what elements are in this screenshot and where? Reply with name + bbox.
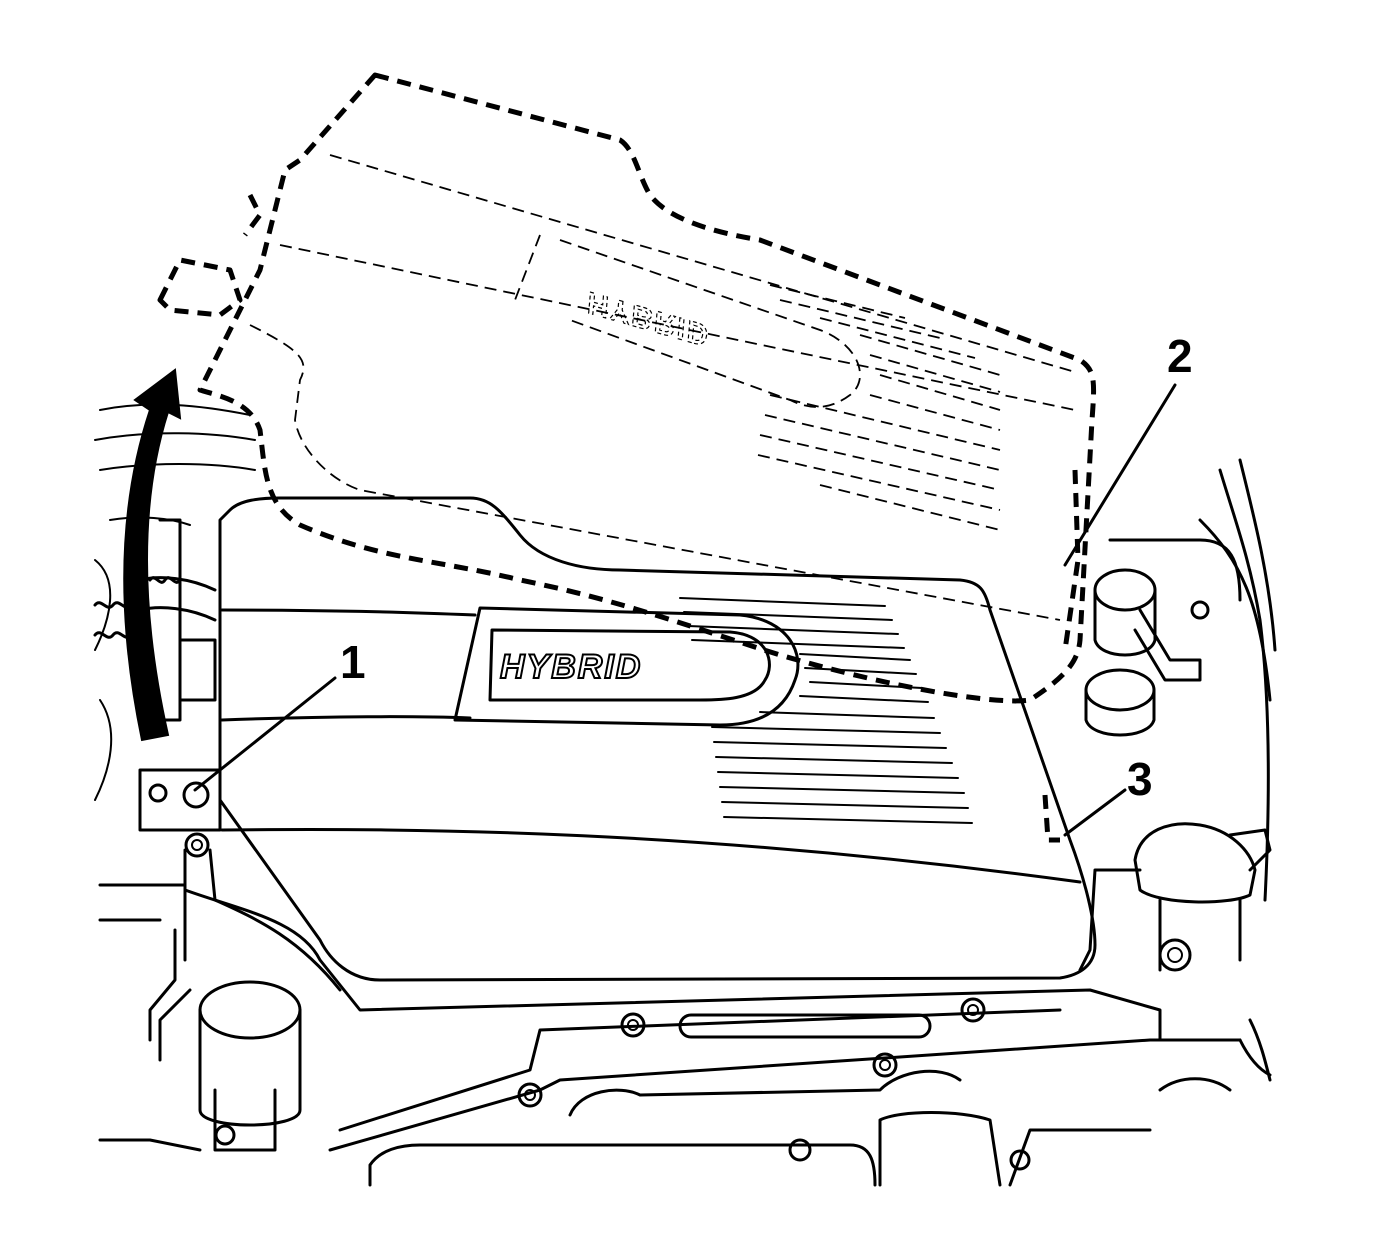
callout-1: 1 [193, 636, 366, 792]
lift-direction-arrow [123, 368, 182, 742]
hybrid-logo: HYBRID [500, 648, 642, 686]
callout-3-label: 3 [1127, 753, 1153, 805]
bolt [517, 1082, 543, 1108]
engine-cover: HYBRID [138, 496, 1097, 982]
lifted-cover-outline: HYBRID [157, 72, 1097, 843]
bolt [620, 1012, 646, 1038]
bolt [872, 1052, 898, 1078]
ghost-hybrid-logo: HYBRID [583, 285, 714, 352]
bolt [184, 832, 210, 858]
engine-bay-background [93, 403, 1277, 1187]
callout-3: 3 [1063, 753, 1153, 837]
ghost-grille [757, 284, 1001, 531]
bolt [960, 997, 986, 1023]
callout-2: 2 [1063, 330, 1193, 567]
callout-2-label: 2 [1167, 330, 1193, 382]
callout-1-label: 1 [340, 636, 366, 688]
